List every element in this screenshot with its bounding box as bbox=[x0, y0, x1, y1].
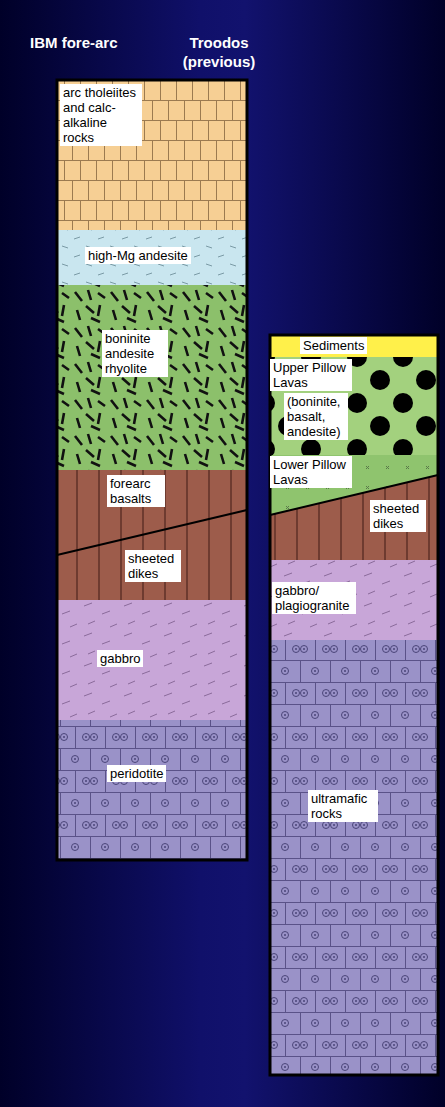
gabbro-layer-fill bbox=[270, 560, 438, 640]
column-heading: Troodos (previous) bbox=[176, 33, 262, 71]
basalt-dike-layer-fill bbox=[57, 470, 247, 600]
ultramafic-layer-fill bbox=[270, 640, 438, 1075]
layer-label: (boninite, basalt, andesite) bbox=[284, 393, 348, 440]
rock-layer: forearc basalts bbox=[57, 470, 247, 535]
column-border bbox=[270, 335, 438, 1075]
stratigraphic-column: SedimentsUpper Pillow Lavas(boninite, ba… bbox=[170, 25, 442, 1077]
rock-layer: peridotite bbox=[57, 720, 247, 860]
stratigraphic-column: arc tholeiites and calc- alkaline rocks h… bbox=[25, 25, 250, 865]
ibm-column-fills bbox=[57, 80, 247, 860]
column-heading: IBM fore-arc bbox=[30, 33, 118, 52]
layer-label: gabbro/ plagiogranite bbox=[272, 582, 356, 614]
contact-line bbox=[57, 510, 247, 555]
layer-label: peridotite bbox=[107, 765, 166, 782]
layer-label: boninite andesite rhyolite bbox=[102, 330, 168, 377]
layer-label: gabbro bbox=[97, 650, 143, 667]
layer-label: sheeted dikes bbox=[370, 500, 426, 532]
layer-label: Upper Pillow Lavas bbox=[270, 359, 352, 391]
rock-layer: gabbro bbox=[57, 600, 247, 720]
arc-layer-fill bbox=[57, 80, 247, 230]
layer-label: sheeted dikes bbox=[125, 550, 181, 582]
boninite-layer-fill bbox=[57, 285, 247, 470]
layer-label: Sediments bbox=[300, 337, 367, 354]
rock-layer: arc tholeiites and calc- alkaline rocks bbox=[57, 80, 247, 230]
layer-label: arc tholeiites and calc- alkaline rocks bbox=[60, 84, 142, 146]
layer-label: forearc basalts bbox=[107, 475, 165, 507]
layer-label: Lower Pillow Lavas bbox=[270, 456, 352, 488]
rock-layer: high-Mg andesite bbox=[57, 230, 247, 285]
sediment-layer-fill bbox=[270, 335, 438, 357]
rock-layer: ultramafic rocks bbox=[270, 640, 438, 1075]
layer-label: ultramafic rocks bbox=[308, 790, 378, 822]
rock-layer: gabbro/ plagiogranite bbox=[270, 560, 438, 640]
rock-layer: sheeted dikes bbox=[270, 495, 438, 560]
layer-label: high-Mg andesite bbox=[85, 247, 191, 264]
rock-layer: Lower Pillow Lavas bbox=[270, 455, 438, 495]
rock-layer: boninite andesite rhyolite bbox=[57, 285, 247, 470]
high-mg-layer-fill bbox=[57, 230, 247, 285]
rock-layer: Upper Pillow Lavas(boninite, basalt, and… bbox=[270, 357, 438, 455]
troodos-column-fills bbox=[270, 335, 438, 1075]
peridotite-layer-fill bbox=[57, 720, 247, 860]
upper-pillow-fill bbox=[270, 357, 438, 455]
gabbro-layer-fill bbox=[57, 600, 247, 720]
rock-layer: Sediments bbox=[270, 335, 438, 357]
column-border bbox=[57, 80, 247, 860]
rock-layer: sheeted dikes bbox=[57, 535, 247, 600]
